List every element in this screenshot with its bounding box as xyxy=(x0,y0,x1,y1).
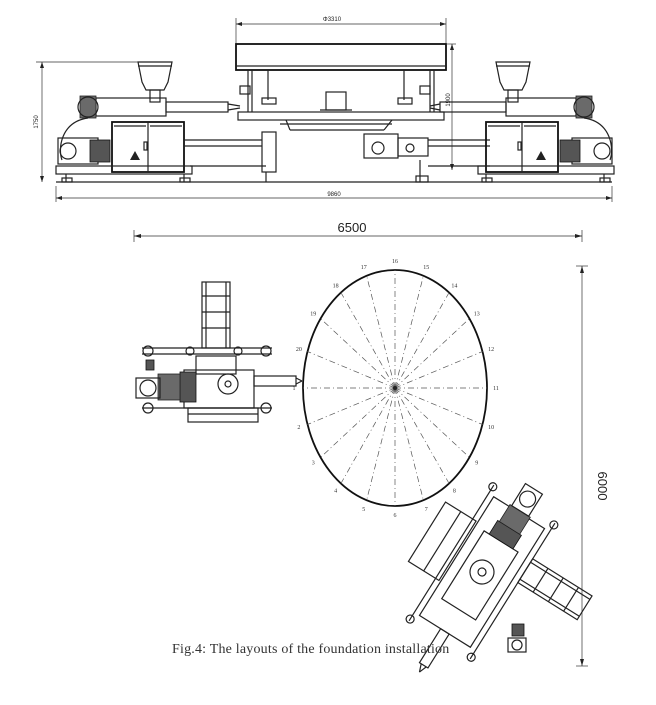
dim-total-width-label: 9860 xyxy=(327,192,341,198)
turntable-spoke xyxy=(394,292,450,389)
figure-caption: Fig.4: The layouts of the foundation ins… xyxy=(172,642,450,657)
right-injection-unit xyxy=(429,61,615,183)
station-label: 8 xyxy=(453,489,456,495)
dim-diameter-label: Φ3310 xyxy=(323,17,342,23)
turntable-spoke xyxy=(394,387,424,501)
station-label: 12 xyxy=(488,347,494,353)
station-label: 6 xyxy=(394,513,397,519)
turntable-spoke xyxy=(394,318,470,389)
turntable-spoke xyxy=(307,387,396,425)
dim-height-right-label: 1900 xyxy=(446,93,452,107)
turntable-spoke xyxy=(394,387,450,484)
station-label: 9 xyxy=(475,461,478,467)
turntable-spoke xyxy=(394,387,470,458)
station-label: 18 xyxy=(333,283,339,289)
elevation-view: Φ3310 1900 xyxy=(34,17,615,202)
left-injection-unit: 1750 xyxy=(34,61,266,183)
station-label: 16 xyxy=(392,259,398,265)
station-label: 7 xyxy=(425,507,428,513)
turntable-spoke xyxy=(307,351,396,389)
station-label: 17 xyxy=(361,265,367,271)
turntable-spoke xyxy=(320,318,396,389)
station-label: 5 xyxy=(362,507,365,513)
station-label: 14 xyxy=(451,283,457,289)
left-plan-unit xyxy=(135,281,303,423)
turntable-spoke xyxy=(394,387,483,425)
station-label: 13 xyxy=(474,311,480,317)
turntable-spoke xyxy=(340,292,396,389)
dim-plan-height-label: 6000 xyxy=(595,472,610,501)
turntable-spoke xyxy=(394,351,483,389)
turntable-spoke xyxy=(340,387,396,484)
dim-height-left-label: 1750 xyxy=(34,115,40,129)
plan-view: 6500 6000 123456789101112131415161718192… xyxy=(133,220,610,673)
station-label: 20 xyxy=(296,347,302,353)
station-label: 3 xyxy=(312,461,315,467)
turntable-spoke xyxy=(320,387,396,458)
turntable xyxy=(302,269,488,507)
station-label: 10 xyxy=(488,425,494,431)
turntable-spoke xyxy=(366,387,396,501)
station-label: 15 xyxy=(423,265,429,271)
station-label: 19 xyxy=(310,311,316,317)
station-label: 11 xyxy=(493,386,499,392)
turntable-hub xyxy=(393,386,397,390)
dim-plan-width-label: 6500 xyxy=(338,220,367,235)
lower-right-plan-unit xyxy=(405,482,593,673)
station-label: 4 xyxy=(334,489,337,495)
station-label: 1 xyxy=(293,386,296,392)
turntable-spoke xyxy=(366,275,396,389)
turntable-spoke xyxy=(394,275,424,389)
station-label: 2 xyxy=(297,425,300,431)
